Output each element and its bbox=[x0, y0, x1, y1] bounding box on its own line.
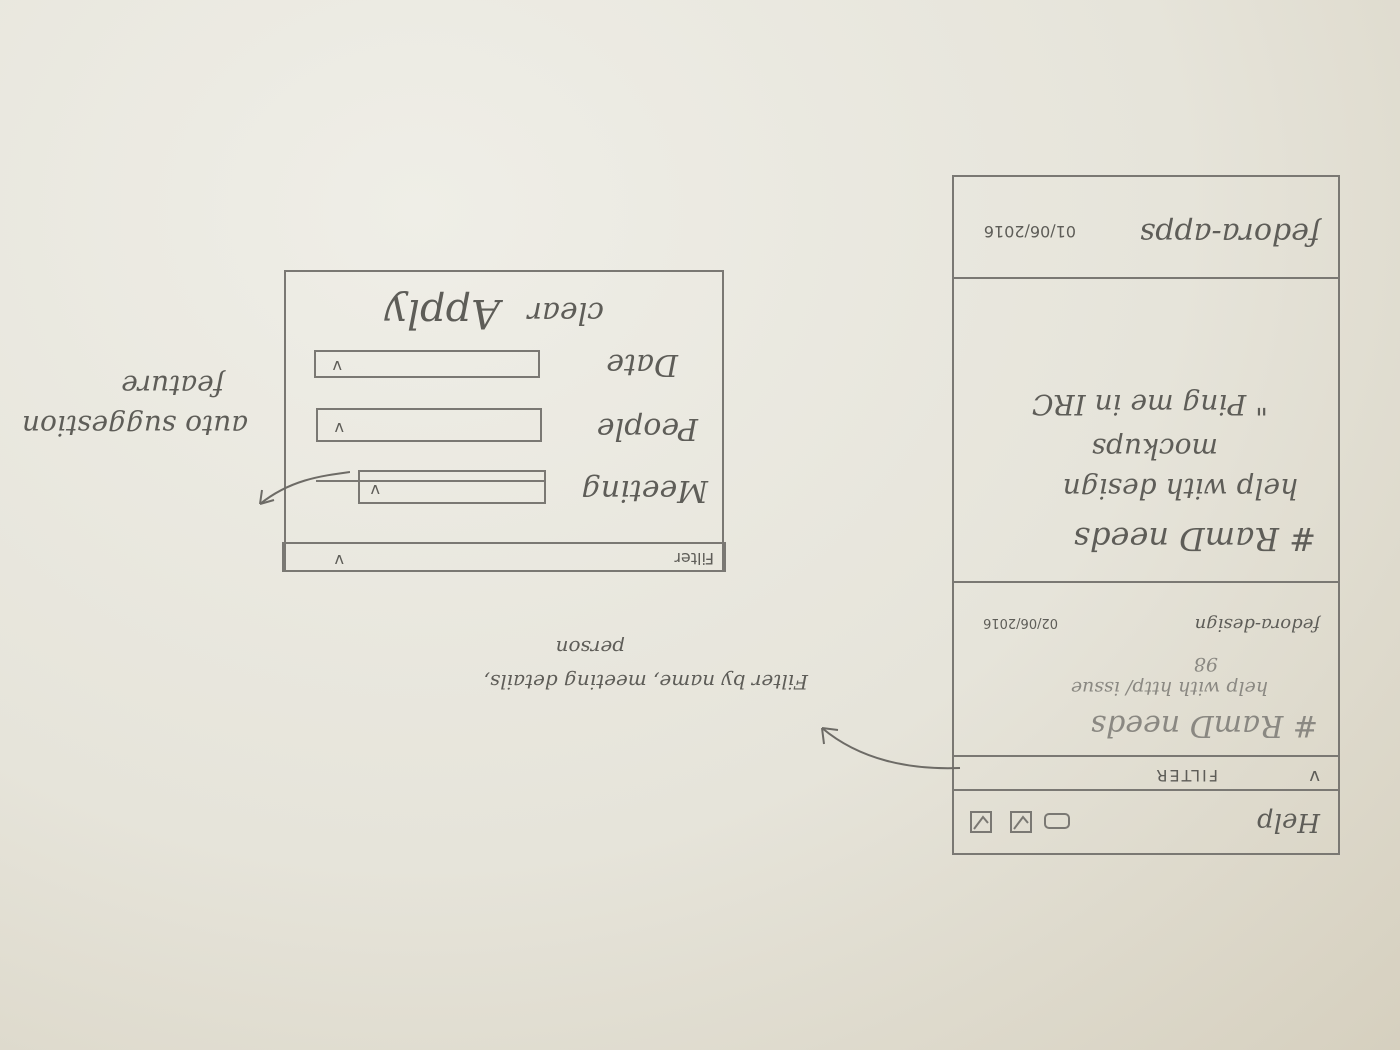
annotation-auto-suggestion-line2: feature bbox=[121, 369, 224, 402]
annotation-filter-by-line2: person bbox=[555, 636, 625, 660]
chevron-down-icon[interactable]: v bbox=[334, 551, 344, 570]
item-channel: fedora-apps bbox=[1139, 216, 1320, 251]
item-text: 98 bbox=[1193, 653, 1218, 675]
check-icon[interactable] bbox=[1010, 811, 1032, 833]
divider bbox=[954, 277, 1338, 279]
chevron-down-icon[interactable]: v bbox=[370, 481, 380, 500]
item-text: help with design bbox=[1062, 472, 1298, 505]
chevron-down-icon[interactable]: v bbox=[332, 357, 342, 376]
clear-button[interactable]: clear bbox=[527, 295, 604, 330]
item-date: 01/06/2016 bbox=[983, 222, 1076, 241]
filter-panel: Filter v Meeting v People v Date v clear… bbox=[282, 270, 726, 572]
filter-label: FILTER bbox=[1154, 766, 1218, 785]
item-title: # RamD needs bbox=[1090, 708, 1318, 743]
people-select[interactable]: v bbox=[316, 408, 542, 442]
filter-panel-header-label: Filter bbox=[674, 549, 714, 568]
list-item[interactable]: fedora-apps 01/06/2016 bbox=[954, 177, 1338, 275]
list-item[interactable]: # RamD needs help with design mockups " … bbox=[954, 279, 1338, 579]
list-item[interactable]: # RamD needs help with http/ issue 98 fe… bbox=[954, 583, 1338, 753]
app-title: Help bbox=[1256, 807, 1320, 837]
filter-chevron-icon[interactable]: v bbox=[1309, 766, 1320, 787]
item-text: help with http/ issue bbox=[1070, 677, 1268, 699]
meeting-select[interactable]: v bbox=[358, 470, 546, 504]
filter-panel-header[interactable]: Filter v bbox=[282, 542, 726, 572]
date-select[interactable]: v bbox=[314, 350, 540, 378]
apply-button[interactable]: Apply bbox=[384, 290, 501, 336]
field-label-date: Date bbox=[606, 347, 678, 382]
field-label-people: People bbox=[596, 411, 698, 446]
phone-mockup: Help v FILTER # RamD needs help with htt… bbox=[952, 175, 1340, 855]
app-header: Help bbox=[954, 789, 1338, 853]
filter-bar[interactable]: v FILTER bbox=[954, 755, 1338, 791]
arrow-icon bbox=[821, 727, 961, 770]
arrow-icon bbox=[259, 471, 350, 505]
field-label-meeting: Meeting bbox=[581, 473, 708, 508]
item-title: # RamD needs bbox=[1073, 520, 1316, 558]
meeting-underline bbox=[316, 480, 546, 482]
item-channel: fedora-design bbox=[1194, 614, 1320, 635]
item-text: " Ping me in IRC bbox=[1032, 388, 1268, 421]
annotation-auto-suggestion: auto suggestion bbox=[21, 409, 248, 442]
check-icon[interactable] bbox=[970, 811, 992, 833]
item-date: 02/06/2016 bbox=[983, 615, 1058, 630]
divider bbox=[954, 581, 1338, 583]
chevron-down-icon[interactable]: v bbox=[334, 419, 344, 438]
annotation-filter-by: Filter by name, meeting details, bbox=[483, 670, 808, 694]
item-text: mockups bbox=[1091, 432, 1218, 465]
mail-icon[interactable] bbox=[1044, 813, 1070, 829]
